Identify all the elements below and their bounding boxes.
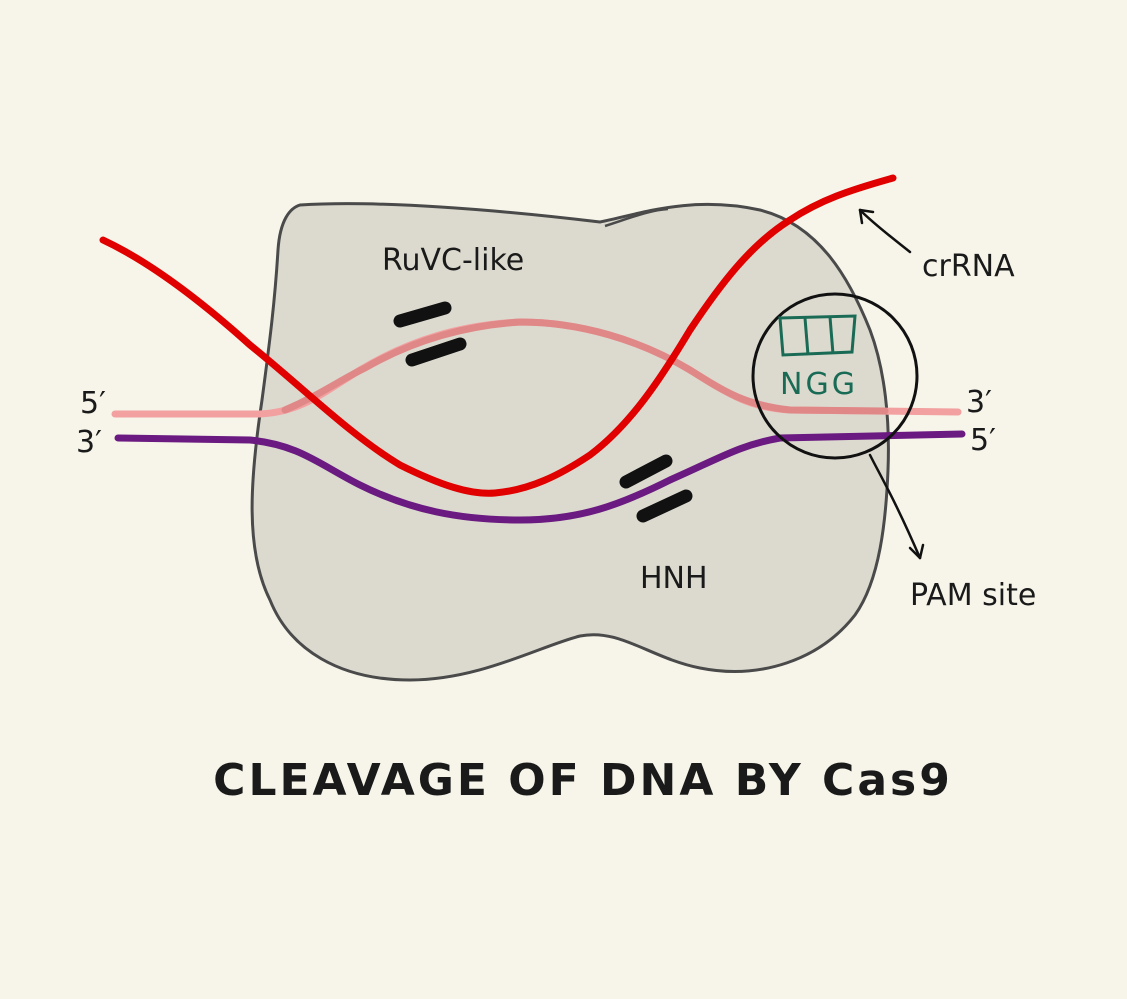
top-right-end-label: 3′ [966, 385, 992, 420]
crrna-label: crRNA [922, 249, 1015, 284]
top-left-end-label: 5′ [80, 386, 106, 421]
hnh-cleavage-mark-1 [619, 454, 673, 489]
ruvc-label: RuVC-like [382, 243, 524, 278]
pam-site-circle [751, 292, 919, 460]
ruvc-cleavage-mark-2 [405, 337, 467, 367]
bottom-right-end-label: 5′ [970, 423, 996, 458]
crrna-arrow [858, 208, 912, 254]
cas9-protein-body [250, 202, 890, 682]
hnh-label: HNH [640, 561, 708, 596]
crrna-strand [99, 174, 897, 497]
pam-site-label: PAM site [910, 578, 1036, 613]
top-dna-strand-inside [281, 318, 889, 415]
diagram-title: CLEAVAGE OF DNA BY Cas9 [213, 755, 953, 806]
ruvc-cleavage-mark-1 [393, 301, 452, 328]
protein-surface-notch [604, 207, 669, 228]
ngg-label: NGG [780, 367, 858, 402]
pam-motif-boxes [778, 314, 857, 357]
hnh-cleavage-mark-2 [636, 489, 693, 523]
pam-site-arrow [868, 453, 925, 560]
bottom-dna-strand [114, 430, 966, 524]
bottom-left-end-label: 3′ [76, 425, 102, 460]
